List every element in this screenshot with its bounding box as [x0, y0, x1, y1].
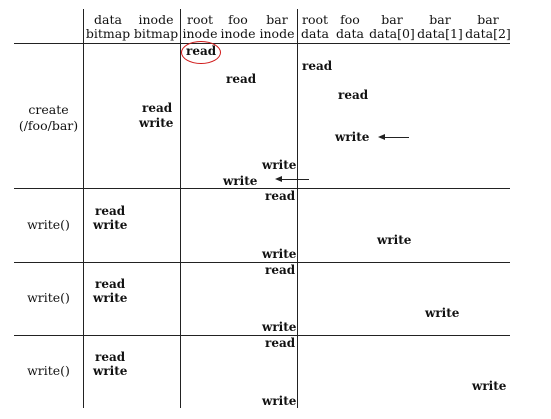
op-label-write-3: write() — [27, 363, 70, 378]
create-foo-inode-read: read — [226, 72, 257, 86]
write1-bar-inode-write: write — [262, 247, 297, 261]
divider-after-inodes — [297, 9, 298, 408]
row-rule-2 — [14, 262, 510, 263]
create-foo-data-write: write — [335, 130, 370, 144]
create-root-data-read: read — [302, 59, 333, 73]
write2-bar-inode-read: read — [265, 263, 296, 277]
write1-data-bitmap-read: read — [95, 204, 126, 218]
arrow-left-icon — [378, 134, 409, 140]
highlight-circle — [181, 41, 221, 64]
write1-bar-inode-read: read — [265, 189, 296, 203]
write1-bar-data0-write: write — [377, 233, 412, 247]
write3-bar-data2-write: write — [472, 379, 507, 393]
write1-data-bitmap-write: write — [93, 218, 128, 232]
divider-after-label-column — [83, 9, 84, 408]
row-rule-1 — [14, 188, 510, 189]
create-inode-bitmap-read: read — [142, 101, 173, 115]
write3-bar-inode-read: read — [265, 336, 296, 350]
header-rule — [14, 43, 510, 44]
op-label-write-2: write() — [27, 290, 70, 305]
write2-data-bitmap-write: write — [93, 291, 128, 305]
create-foo-inode-write: write — [223, 174, 258, 188]
create-foo-data-read: read — [338, 88, 369, 102]
write3-data-bitmap-read: read — [95, 350, 126, 364]
op-label-write-1: write() — [27, 217, 70, 232]
write2-bar-data1-write: write — [425, 306, 460, 320]
write2-data-bitmap-read: read — [95, 277, 126, 291]
divider-after-bitmaps — [180, 9, 181, 408]
write3-data-bitmap-write: write — [93, 364, 128, 378]
op-label-create: create(/foo/bar) — [18, 102, 79, 133]
write3-bar-inode-write: write — [262, 394, 297, 408]
row-rule-3 — [14, 335, 510, 336]
write2-bar-inode-write: write — [262, 320, 297, 334]
arrow-left-icon — [275, 176, 309, 182]
create-inode-bitmap-write: write — [139, 116, 174, 130]
create-bar-inode-write: write — [262, 158, 297, 172]
